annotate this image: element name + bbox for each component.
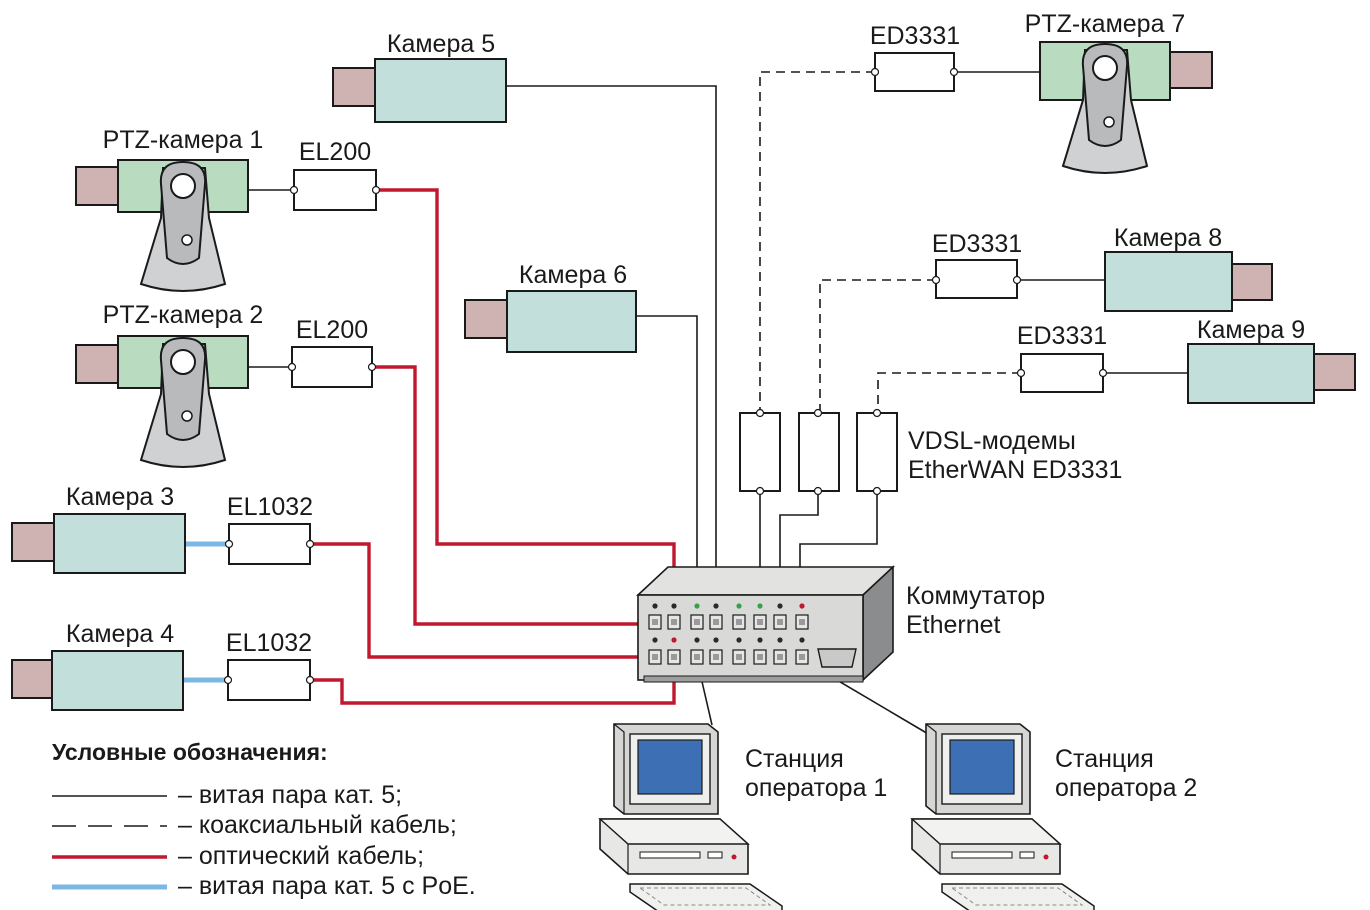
ed3331-modem-9: ED3331 [1017, 322, 1107, 393]
ed3331-8-label: ED3331 [932, 230, 1022, 258]
camera-5: Камера 5 [332, 30, 507, 123]
legend-item-optical: – оптический кабель; [178, 842, 424, 870]
switch-label-2: Ethernet [906, 611, 1001, 639]
operator-2-label-2: оператора 2 [1055, 774, 1197, 802]
ptz-camera-1: PTZ-камера 1 [75, 126, 264, 292]
vdsl-modems-label-2: EtherWAN ED3331 [908, 456, 1122, 484]
operator-station-2: Станция оператора 2 [911, 723, 1197, 910]
ptz-camera-2-label: PTZ-камера 2 [103, 301, 264, 329]
switch-label-1: Коммутатор [906, 582, 1045, 610]
camera-9-label: Камера 9 [1197, 316, 1305, 344]
poe-cables [183, 541, 229, 683]
camera-3-label: Камера 3 [66, 483, 174, 511]
el1032-3-label: EL1032 [227, 493, 313, 521]
camera-4-label: Камера 4 [66, 620, 174, 648]
camera-9: Камера 9 [1187, 316, 1356, 404]
camera-8: Камера 8 [1104, 224, 1273, 312]
operator-2-label-1: Станция [1055, 745, 1154, 773]
legend-item-twisted-pair: – витая пара кат. 5; [178, 781, 402, 809]
el1032-converter-3: EL1032 [224, 493, 315, 565]
el200-converter-1: EL200 [289, 138, 381, 211]
legend-item-poe: – витая пара кат. 5 с PoE. [178, 872, 476, 900]
operator-1-label-1: Станция [745, 745, 844, 773]
camera-4: Камера 4 [11, 620, 184, 711]
switch-leds-bottom [652, 637, 805, 643]
ptz-camera-1-label: PTZ-камера 1 [103, 126, 264, 154]
operator-1-label-2: оператора 1 [745, 774, 887, 802]
ptz-camera-2: PTZ-камера 2 [75, 301, 264, 468]
el200-2-label: EL200 [296, 316, 368, 344]
legend: Условные обозначения: – витая пара кат. … [52, 739, 476, 900]
camera-3: Камера 3 [11, 483, 186, 574]
el1032-4-label: EL1032 [226, 629, 312, 657]
legend-title: Условные обозначения: [52, 739, 328, 765]
ed3331-9-label: ED3331 [1017, 322, 1107, 350]
legend-item-coaxial: – коаксиальный кабель; [178, 811, 457, 839]
el200-1-label: EL200 [299, 138, 371, 166]
ed3331-modem-8: ED3331 [932, 230, 1022, 299]
camera-8-label: Камера 8 [1114, 224, 1222, 252]
el1032-converter-4: EL1032 [223, 629, 315, 701]
ptz-camera-7: PTZ-камера 7 [1025, 10, 1213, 174]
vdsl-modems-label-1: VDSL-модемы [908, 427, 1076, 455]
coaxial-cables [759, 71, 1021, 413]
vdsl-modems: VDSL-модемы EtherWAN ED3331 [739, 408, 1122, 496]
camera-6: Камера 6 [464, 261, 637, 353]
ed3331-modem-7: ED3331 [870, 22, 960, 92]
el200-converter-2: EL200 [287, 316, 377, 388]
ed3331-7-label: ED3331 [870, 22, 960, 50]
ethernet-switch: Коммутатор Ethernet [635, 565, 1045, 683]
camera-6-label: Камера 6 [519, 261, 627, 289]
switch-leds-top [652, 603, 805, 609]
ptz-camera-7-label: PTZ-камера 7 [1025, 10, 1186, 38]
camera-5-label: Камера 5 [387, 30, 495, 58]
operator-station-1: Станция оператора 1 [599, 723, 887, 910]
